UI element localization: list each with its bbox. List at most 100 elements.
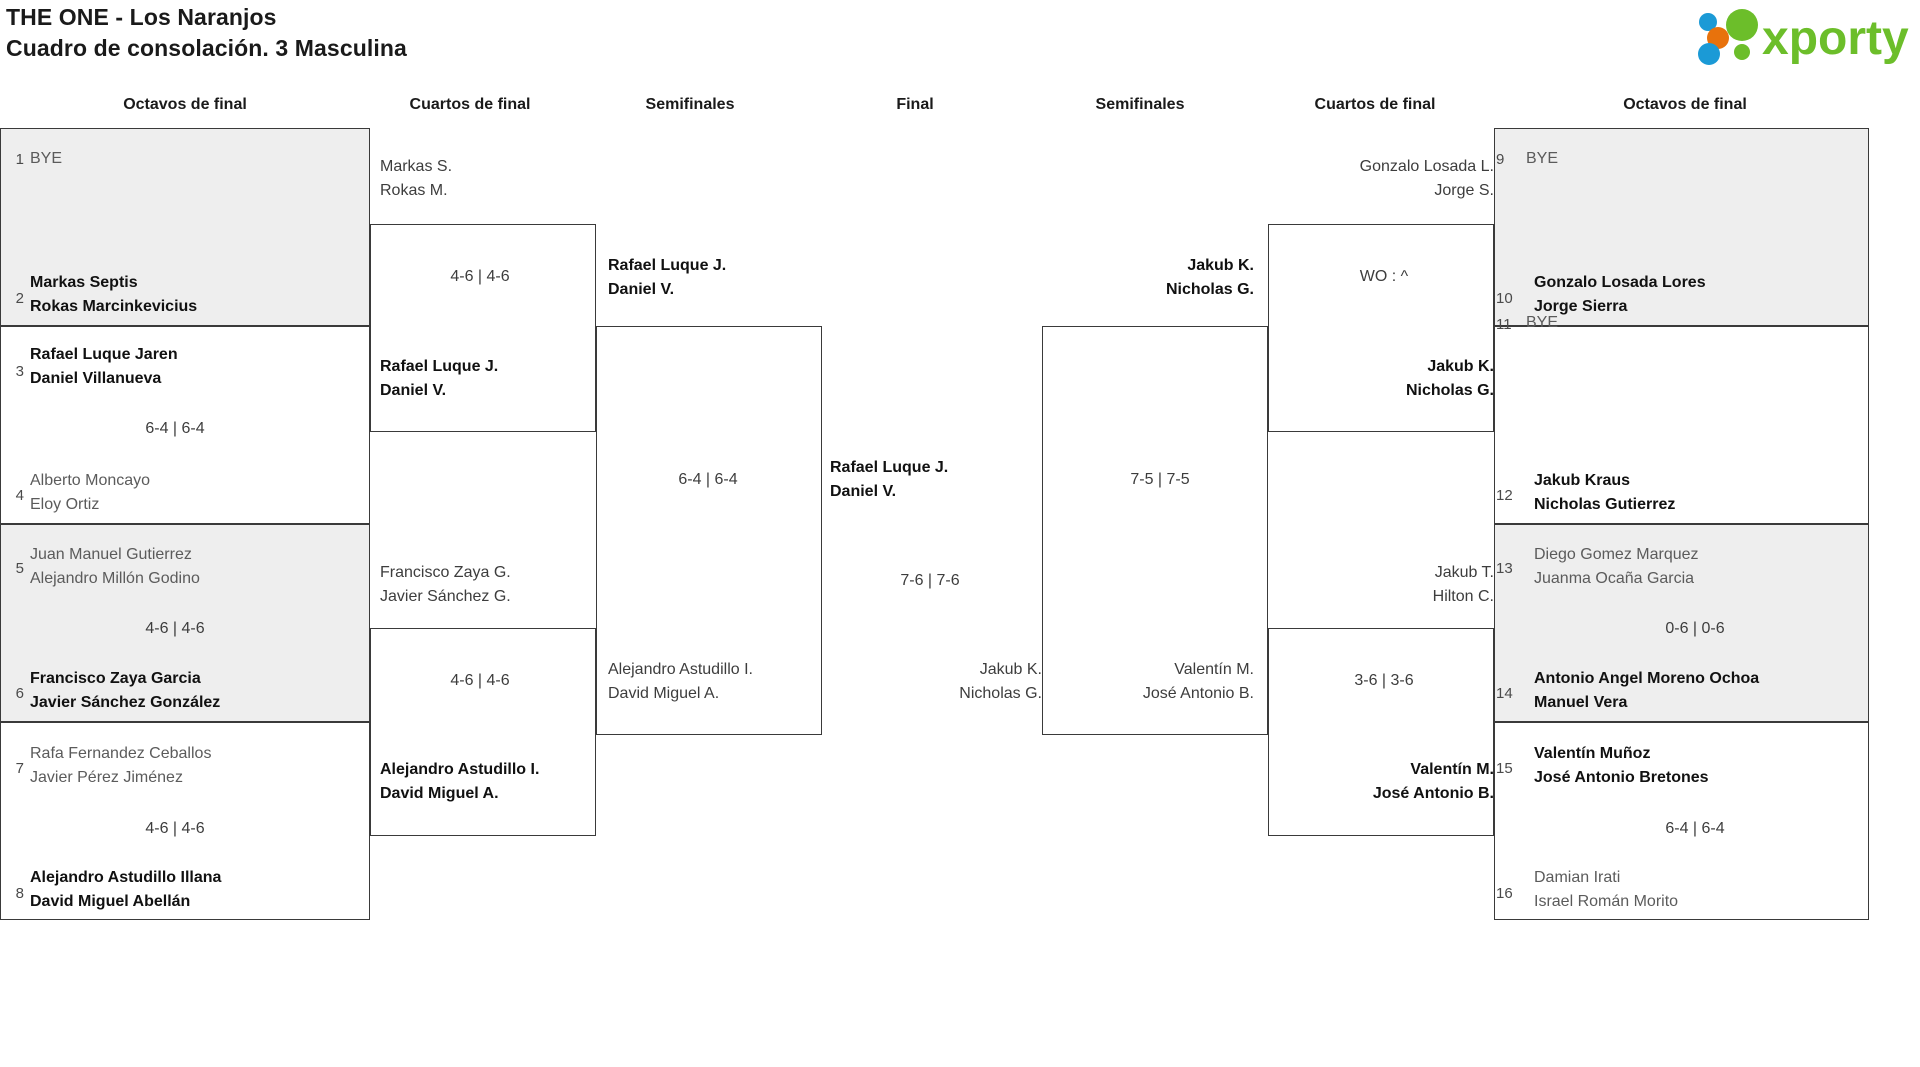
- right-r16-team-14-line1: Antonio Angel Moreno Ochoa: [1534, 670, 1760, 687]
- right-r16-team-10-line1: Gonzalo Losada Lores: [1534, 274, 1706, 291]
- seed-16: 16: [1496, 885, 1513, 902]
- left-r16-team-3-line1: Rafael Luque Jaren: [30, 346, 178, 363]
- left-qf-team-4-line1: Alejandro Astudillo I.: [380, 761, 540, 778]
- right-r16-match-4[interactable]: [1494, 722, 1869, 920]
- left-qf-score-1: 4-6 | 4-6: [450, 268, 510, 285]
- seed-14: 14: [1496, 685, 1513, 702]
- right-r16-match-1[interactable]: [1494, 128, 1869, 326]
- right-sf-team-1-line1: Jakub K.: [1187, 257, 1254, 274]
- left-r16-team-6-line2: Javier Sánchez González: [30, 694, 221, 711]
- seed-13: 13: [1496, 560, 1513, 577]
- left-qf-team-3-line1: Francisco Zaya G.: [380, 564, 511, 581]
- right-r16-team-15-line1: Valentín Muñoz: [1534, 745, 1651, 762]
- seed-2: 2: [15, 290, 24, 307]
- right-sf-team-1-line2: Nicholas G.: [1165, 281, 1254, 298]
- left-sf-team-2-line1: Alejandro Astudillo I.: [608, 661, 753, 678]
- right-r16-team-16-line2: Israel Román Morito: [1534, 893, 1679, 910]
- seed-7: 7: [15, 760, 24, 777]
- left-qf-team-4-line2: David Miguel A.: [380, 785, 499, 802]
- seed-11: 11: [1496, 316, 1512, 333]
- final-team-bottom-line1: Jakub K.: [979, 661, 1042, 678]
- page-title: THE ONE - Los Naranjos Cuadro de consola…: [6, 2, 407, 64]
- round-header-right-qf: Cuartos de final: [1314, 96, 1436, 113]
- right-r16-match-2[interactable]: [1494, 326, 1869, 524]
- seed-5: 5: [15, 560, 24, 577]
- left-qf-team-1-line2: Rokas M.: [380, 182, 448, 199]
- logo-wordmark: xporty: [1762, 12, 1909, 65]
- left-qf-team-2-line2: Daniel V.: [380, 382, 447, 399]
- left-sf-score: 6-4 | 6-4: [678, 471, 738, 488]
- left-r16-team-4-line1: Alberto Moncayo: [30, 472, 151, 489]
- left-r16-team-8-line2: David Miguel Abellán: [30, 893, 191, 910]
- left-r16-team-7-line2: Javier Pérez Jiménez: [30, 769, 183, 786]
- left-r16-team-6-line1: Francisco Zaya Garcia: [30, 670, 201, 687]
- left-r16-team-5-line2: Alejandro Millón Godino: [30, 570, 200, 587]
- final-score: 7-6 | 7-6: [900, 572, 960, 589]
- right-r16-score-4: 6-4 | 6-4: [1665, 820, 1725, 837]
- logo-dot-blue-top: [1699, 13, 1717, 31]
- right-r16-team-9-line1: BYE: [1526, 150, 1559, 167]
- logo-dot-green-big: [1726, 9, 1758, 41]
- right-qf-connector-1: [1268, 224, 1494, 432]
- final-team-bottom-line2: Nicholas G.: [959, 685, 1042, 702]
- right-r16-team-15-line2: José Antonio Bretones: [1534, 769, 1709, 786]
- right-sf-connector: [1042, 326, 1268, 735]
- left-r16-match-4[interactable]: [0, 722, 370, 920]
- right-r16-team-12-line2: Nicholas Gutierrez: [1534, 496, 1676, 513]
- xporty-logo[interactable]: xporty: [1690, 5, 1912, 67]
- seed-15: 15: [1496, 760, 1513, 777]
- right-qf-team-3-line1: Jakub T.: [1434, 564, 1494, 581]
- seed-3: 3: [15, 363, 24, 380]
- left-r16-team-2-line1: Markas Septis: [30, 274, 138, 291]
- right-sf-team-2-line1: Valentín M.: [1174, 661, 1254, 678]
- right-qf-team-2-line2: Nicholas G.: [1405, 382, 1494, 399]
- seed-12: 12: [1496, 487, 1513, 504]
- right-sf-score: 7-5 | 7-5: [1130, 471, 1190, 488]
- left-sf-connector: [596, 326, 822, 735]
- tournament-name: THE ONE - Los Naranjos: [6, 4, 277, 30]
- left-r16-match-3[interactable]: [0, 524, 370, 722]
- right-qf-team-1-line2: Jorge S.: [1434, 182, 1494, 199]
- left-r16-match-1[interactable]: [0, 128, 370, 326]
- left-sf-team-1-line2: Daniel V.: [608, 281, 675, 298]
- right-qf-team-1-line1: Gonzalo Losada L.: [1359, 158, 1494, 175]
- left-qf-team-3-line2: Javier Sánchez G.: [380, 588, 511, 605]
- round-header-left-sf: Semifinales: [645, 96, 735, 113]
- right-r16-match-3[interactable]: [1494, 524, 1869, 722]
- right-r16-score-3: 0-6 | 0-6: [1665, 620, 1725, 637]
- left-qf-connector-2: [370, 628, 596, 836]
- left-r16-score-4: 4-6 | 4-6: [145, 820, 205, 837]
- right-r16-team-11-line1: BYE: [1526, 314, 1559, 331]
- final-team-top-line2: Daniel V.: [830, 483, 897, 500]
- left-r16-team-8-line1: Alejandro Astudillo Illana: [30, 869, 222, 886]
- left-qf-team-1-line1: Markas S.: [380, 158, 453, 175]
- round-header-left-qf: Cuartos de final: [409, 96, 531, 113]
- left-r16-match-2[interactable]: [0, 326, 370, 524]
- round-header-left-r16: Octavos de final: [123, 96, 247, 113]
- logo-dot-orange: [1707, 27, 1729, 49]
- final-team-top-line1: Rafael Luque J.: [830, 459, 949, 476]
- seed-1: 1: [15, 151, 24, 168]
- right-qf-team-4-line1: Valentín M.: [1410, 761, 1494, 778]
- left-sf-team-1-line1: Rafael Luque J.: [608, 257, 727, 274]
- seed-10: 10: [1496, 290, 1513, 307]
- right-r16-team-14-line2: Manuel Vera: [1534, 694, 1628, 711]
- draw-subtitle: Cuadro de consolación. 3 Masculina: [6, 35, 407, 61]
- left-r16-team-3-line2: Daniel Villanueva: [30, 370, 162, 387]
- right-qf-team-3-line2: Hilton C.: [1432, 588, 1494, 605]
- right-sf-team-2-line2: José Antonio B.: [1142, 685, 1254, 702]
- round-header-right-sf: Semifinales: [1095, 96, 1185, 113]
- right-r16-team-10-line2: Jorge Sierra: [1534, 298, 1628, 315]
- seed-4: 4: [15, 487, 24, 504]
- left-r16-team-1-line1: BYE: [30, 150, 63, 167]
- left-sf-team-2-line2: David Miguel A.: [608, 685, 720, 702]
- logo-dot-blue-bottom: [1698, 43, 1720, 65]
- right-qf-connector-2: [1268, 628, 1494, 836]
- logo-dot-green-small: [1734, 44, 1750, 60]
- right-r16-team-13-line2: Juanma Ocaña Garcia: [1534, 570, 1695, 587]
- left-r16-team-5-line1: Juan Manuel Gutierrez: [30, 546, 192, 563]
- left-qf-team-2-line1: Rafael Luque J.: [380, 358, 499, 375]
- right-r16-team-16-line1: Damian Irati: [1534, 869, 1621, 886]
- round-header-right-r16: Octavos de final: [1623, 96, 1747, 113]
- right-r16-team-13-line1: Diego Gomez Marquez: [1534, 546, 1699, 563]
